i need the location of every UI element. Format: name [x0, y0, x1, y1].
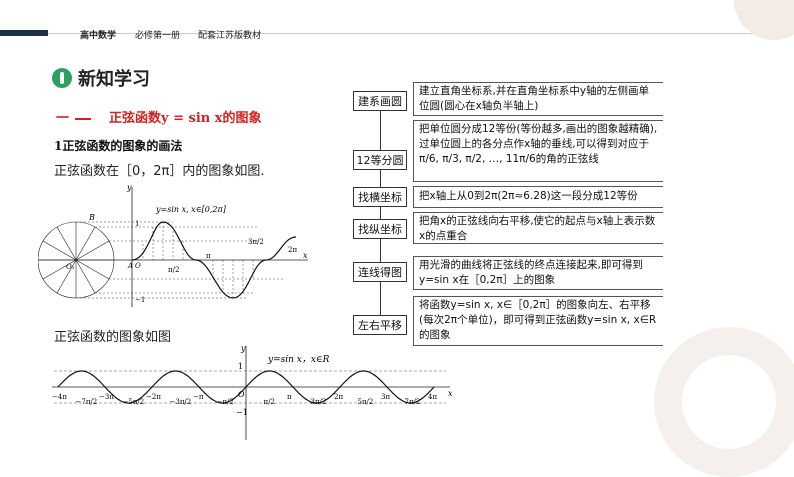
x-tick-label: π: [287, 393, 292, 401]
flow-bracket-1: [413, 82, 663, 116]
header-subject: 高中数学: [80, 31, 117, 41]
flow-bracket-2: [413, 120, 663, 182]
unit-circle-sine-graph: y=sin x, x∈[0,2π] y x B O₁ A O 1 −1 π/2 …: [38, 183, 308, 307]
tick-3pi-half: 3π/2: [248, 238, 264, 246]
flow-connector: [380, 110, 381, 322]
flow-bracket-5: [413, 256, 663, 290]
subsection-title: 一 正弦函数y = sin x的图象: [56, 107, 262, 126]
subsection-text: 正弦函数y = sin x的图象: [109, 111, 262, 126]
x-tick-label: −2π: [146, 393, 161, 401]
tick-1: 1: [135, 220, 139, 228]
section-title: 新知学习: [78, 69, 150, 90]
description-full-graph: 正弦函数的图象如图: [54, 330, 172, 345]
flow-text-4: 把角x的正弦线向右平移,使它的起点与x轴上表示数x的点重合: [419, 215, 656, 242]
tick-1: 1: [238, 362, 243, 371]
x-tick-label: −3π/2: [170, 398, 192, 406]
info-icon: [52, 68, 72, 88]
header-bar: 高中数学 必修第一册 配套江苏版教材: [0, 0, 794, 41]
axis-label-x: x: [448, 389, 453, 398]
header-divider: [48, 33, 794, 34]
header-accent-bar: [0, 30, 48, 36]
flow-step-5: 连线得图: [353, 262, 407, 282]
tick-neg1: −1: [135, 296, 145, 304]
flow-text-5: 用光滑的曲线将正弦线的终点连接起来,即可得到y=sin x在［0,2π］上的图象: [419, 259, 643, 286]
section-heading: 新知学习: [52, 65, 150, 91]
point-title: 1正弦函数的图象的画法: [54, 139, 183, 153]
flow-text-6: 将函数y=sin x, x∈［0,2π］的图象向左、右平移(每次2π个单位)，即…: [419, 299, 657, 341]
axis-label-y: y: [126, 183, 132, 192]
flow-bracket-4: [413, 212, 663, 244]
subsection-number: 一: [56, 111, 70, 126]
label-o: O: [135, 262, 141, 270]
header-book: 必修第一册: [135, 31, 181, 41]
curve-label: y=sin x，x∈R: [267, 355, 330, 365]
flow-step-6: 左右平移: [353, 315, 407, 335]
subsection-dash: [75, 117, 92, 120]
flow-step-3: 找横坐标: [353, 187, 407, 207]
x-tick-label: 2π: [334, 393, 343, 401]
x-tick-label: −π/2: [217, 398, 234, 406]
sine-curve-r: [57, 370, 435, 404]
label-a: A: [127, 262, 133, 270]
decor-ring-bottom: [654, 327, 794, 477]
x-tick-label: −4π: [52, 393, 67, 401]
axis-label-x: x: [303, 251, 308, 260]
x-tick-label: 3π/2: [311, 398, 327, 406]
x-tick-label: 7π/2: [405, 398, 421, 406]
flow-text-3: 把x轴上从0到2π(2π≈6.28)这一段分成12等份: [419, 190, 638, 202]
x-tick-label: −3π: [99, 393, 114, 401]
flow-bracket-3: [413, 186, 663, 208]
x-tick-label: −5π/2: [123, 398, 145, 406]
flow-text-1: 建立直角坐标系,并在直角坐标系中y轴的左侧画单位圆(圆心在x轴负半轴上): [419, 85, 650, 112]
flow-text-2: 把单位圆分成12等份(等份越多,画出的图象越精确),过单位圆上的各分点作x轴的垂…: [419, 123, 658, 165]
tick-pi: π: [206, 252, 211, 260]
tick-pi-half: π/2: [168, 266, 179, 274]
x-tick-label: −π: [193, 393, 204, 401]
label-b: B: [88, 213, 95, 222]
tick-neg1: −1: [236, 408, 248, 417]
tick-2pi: 2π: [288, 246, 297, 254]
flow-bracket-6: [413, 296, 663, 346]
sine-curve: [131, 221, 297, 299]
axis-label-y: y: [240, 344, 246, 353]
flow-step-1: 建系画圆: [353, 91, 407, 111]
flow-step-2: 12等分圆: [353, 150, 407, 170]
x-tick-label: π/2: [264, 398, 275, 406]
curve-label: y=sin x, x∈[0,2π]: [155, 205, 227, 214]
label-o1: O₁: [66, 263, 75, 271]
x-tick-label: 3π: [381, 393, 390, 401]
x-tick-label: 4π: [428, 393, 437, 401]
header-edition: 配套江苏版教材: [198, 31, 262, 41]
x-tick-label: −7π/2: [76, 398, 98, 406]
x-tick-label: 5π/2: [358, 398, 374, 406]
tick-origin: O: [238, 390, 245, 399]
flow-step-4: 找纵坐标: [353, 219, 407, 239]
sine-graph-real-line: y=sin x，x∈R y x 1 −1 O −4π−7π/2−3π−5π/2−…: [52, 344, 453, 440]
description-interval: 正弦函数在［0，2π］内的图象如图.: [54, 164, 265, 179]
